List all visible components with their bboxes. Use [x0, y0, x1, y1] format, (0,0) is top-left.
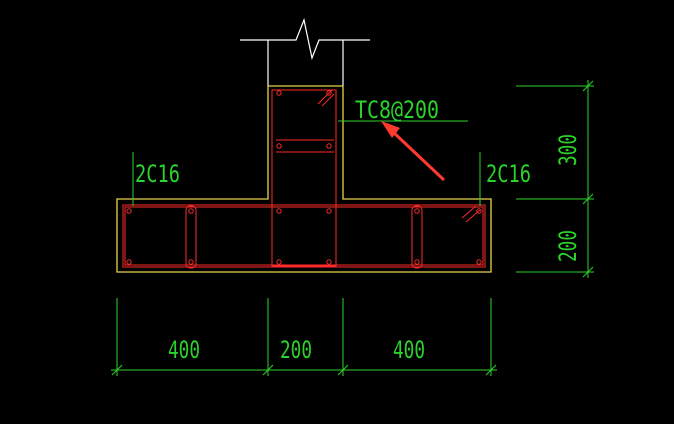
dim-right-1: 300: [554, 134, 582, 166]
stirrup-label: TC8@200: [355, 96, 439, 124]
reinforcement: [122, 89, 486, 269]
leader-lines: [132, 120, 481, 206]
rebar-label-right: 2C16: [486, 160, 531, 188]
break-line: [240, 17, 370, 86]
rebar-label-left: 2C16: [135, 160, 180, 188]
dim-bottom-2: 200: [280, 336, 312, 364]
dim-bottom-3: 400: [393, 336, 425, 364]
bottom-dimension: [111, 298, 497, 376]
right-dimension: [516, 80, 594, 278]
annotation-arrow: [381, 121, 446, 182]
dim-right-2: 200: [554, 230, 582, 262]
dim-bottom-1: 400: [168, 336, 200, 364]
concrete-outline: [116, 85, 492, 273]
